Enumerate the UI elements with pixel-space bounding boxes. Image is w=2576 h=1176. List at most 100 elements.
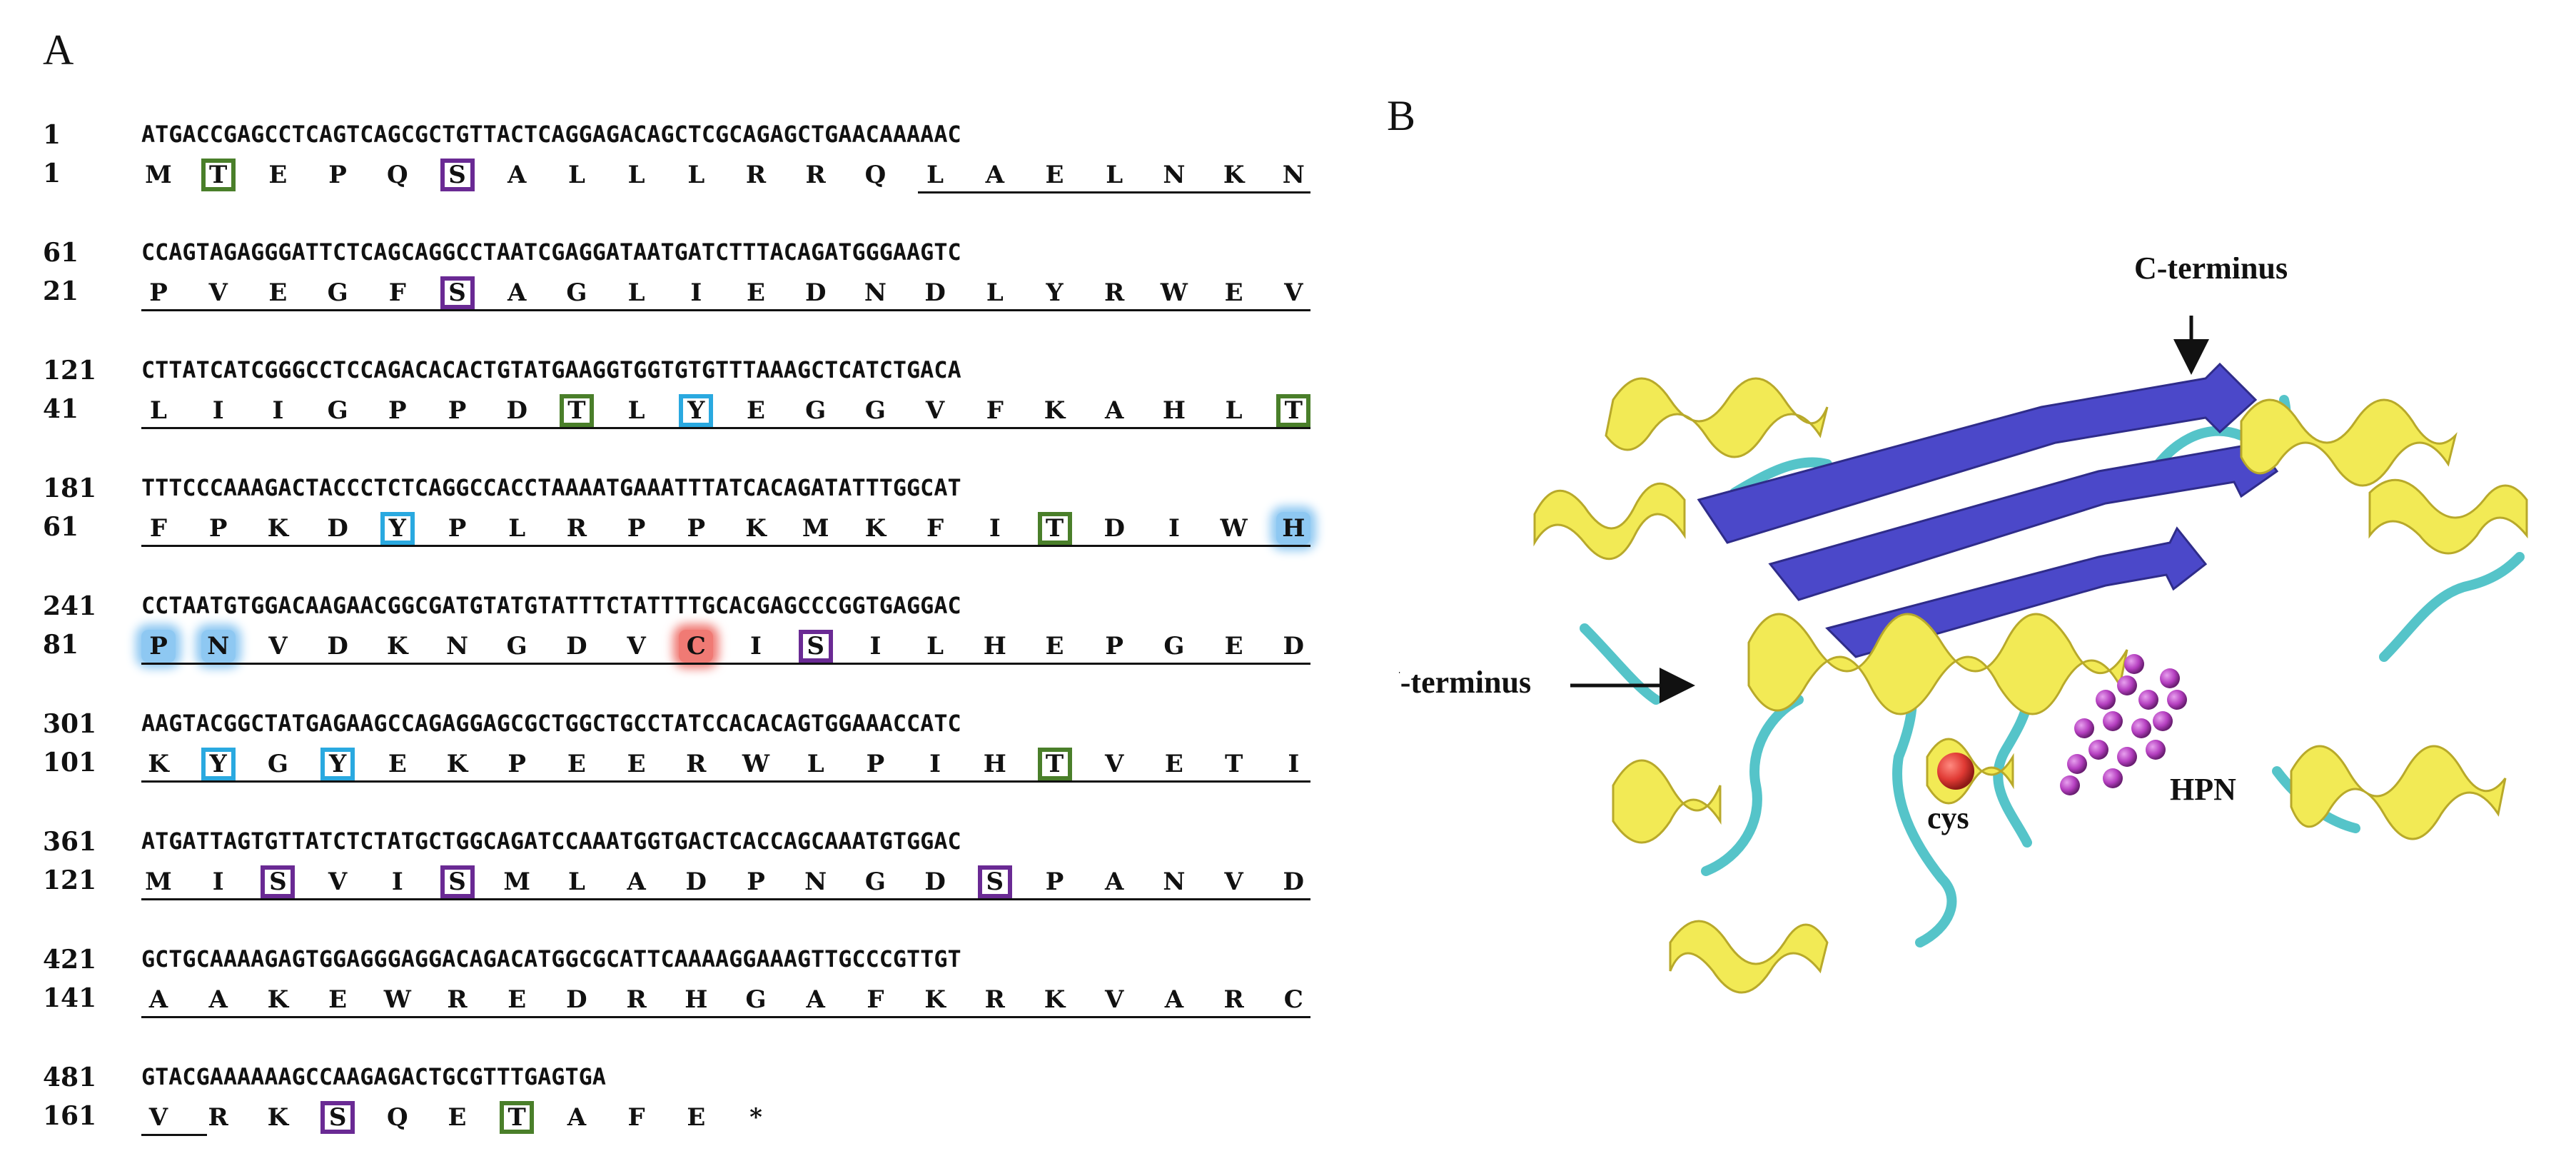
domain-underline [141,309,1311,311]
residue: Q [864,161,887,189]
residue: V [1104,985,1124,1014]
residue: G [745,985,767,1014]
nucleotide-position: 121 [43,356,97,386]
residue: E [687,1103,706,1132]
residue: D [566,632,587,660]
residue: L [567,161,585,189]
residue: E [1224,278,1243,307]
amino-acid-position: 141 [43,983,97,1013]
residue: P [627,514,646,543]
residue-his: N [201,630,236,663]
residue: M [503,868,530,896]
residue: D [327,632,348,660]
domain-underline [141,663,1311,665]
residue: I [391,868,403,896]
residue: H [1162,396,1186,425]
residue: R [745,161,767,189]
residue: E [747,396,765,425]
residue: E [388,750,407,778]
residue: F [926,514,944,543]
residue: T [1224,750,1243,778]
residue: G [267,750,288,778]
domain-underline [141,1016,1311,1018]
residue: K [387,632,408,660]
residue: N [804,868,827,896]
residue: A [507,278,527,307]
nucleotide-line: 121 CTTATCATCGGGCCTCCAGACACACTGTATGAAGGTG… [43,351,1385,390]
nucleotide-position: 1 [43,120,61,150]
residue: V [1104,750,1124,778]
residue-ser: S [977,865,1012,898]
residue: M [802,514,829,543]
residue: I [869,632,882,660]
residue-ser: S [440,159,475,191]
amino-acid-position: 121 [43,865,97,895]
residue: I [1168,514,1180,543]
residue: V [1224,868,1243,896]
residue: N [1163,161,1186,189]
residue: A [806,985,825,1014]
residue-ser: S [798,630,833,663]
residue: E [567,750,586,778]
residue: M [145,161,172,189]
hpn-label: HPN [2170,772,2236,807]
residue-ser: S [440,865,475,898]
residue: E [448,1103,467,1132]
nucleotide-sequence: CTTATCATCGGGCCTCCAGACACACTGTATGAAGGTGGTG… [141,357,961,383]
nucleotide-position: 421 [43,945,97,975]
residue: D [685,868,707,896]
residue-thr: T [1037,748,1072,780]
residue: D [924,278,946,307]
hpn-atom-cluster [2060,654,2187,795]
residue: I [212,868,224,896]
residue: H [983,750,1006,778]
residue: K [1044,396,1066,425]
residue: G [566,278,587,307]
sequence-block: 181 TTTCCCAAAGACTACCCTCTCAGGCCACCTAAAATGA… [43,469,1385,587]
residue: A [208,985,228,1014]
residue: K [267,1103,289,1132]
residue: L [986,278,1004,307]
residue: L [627,278,645,307]
residue: G [864,396,886,425]
panel-b-label: B [1387,92,1416,139]
residue: P [448,396,467,425]
residue: I [929,750,941,778]
residue-thr: T [559,394,594,427]
residue: P [448,514,467,543]
residue: V [148,1103,168,1132]
residue: A [507,161,527,189]
residue: P [507,750,526,778]
residue: P [687,514,706,543]
residue: R [208,1103,228,1132]
n-terminus-label: N-terminus [1399,665,1531,700]
residue: W [383,985,411,1014]
residue: E [627,750,646,778]
residue: R [447,985,468,1014]
residue: A [567,1103,587,1132]
nucleotide-sequence: GTACGAAAAAAGCCAAGAGACTGCGTTTGAGTGA [141,1064,606,1090]
residue: L [627,161,645,189]
residue: P [747,868,765,896]
domain-underline [141,780,1311,783]
nucleotide-position: 181 [43,473,97,503]
residue: L [627,396,645,425]
nucleotide-sequence: TTTCCCAAAGACTACCCTCTCAGGCCACCTAAAATGAAAT… [141,475,961,501]
residue-ser: S [440,276,475,309]
